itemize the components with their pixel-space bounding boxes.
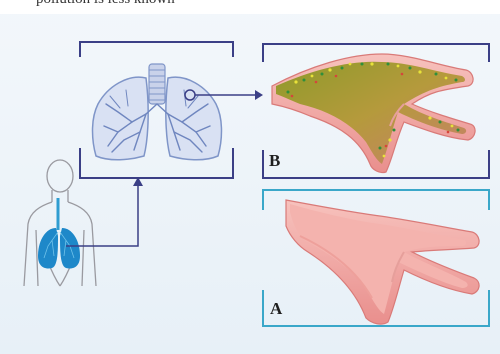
lungs-icon bbox=[93, 64, 222, 160]
connector-line bbox=[66, 177, 143, 246]
panel-a-label: A bbox=[270, 299, 282, 319]
polluted-airway-icon bbox=[272, 54, 475, 173]
panel-b-label: B bbox=[269, 151, 280, 171]
healthy-airway-icon bbox=[286, 200, 479, 324]
human-lungs-icon bbox=[38, 198, 80, 269]
